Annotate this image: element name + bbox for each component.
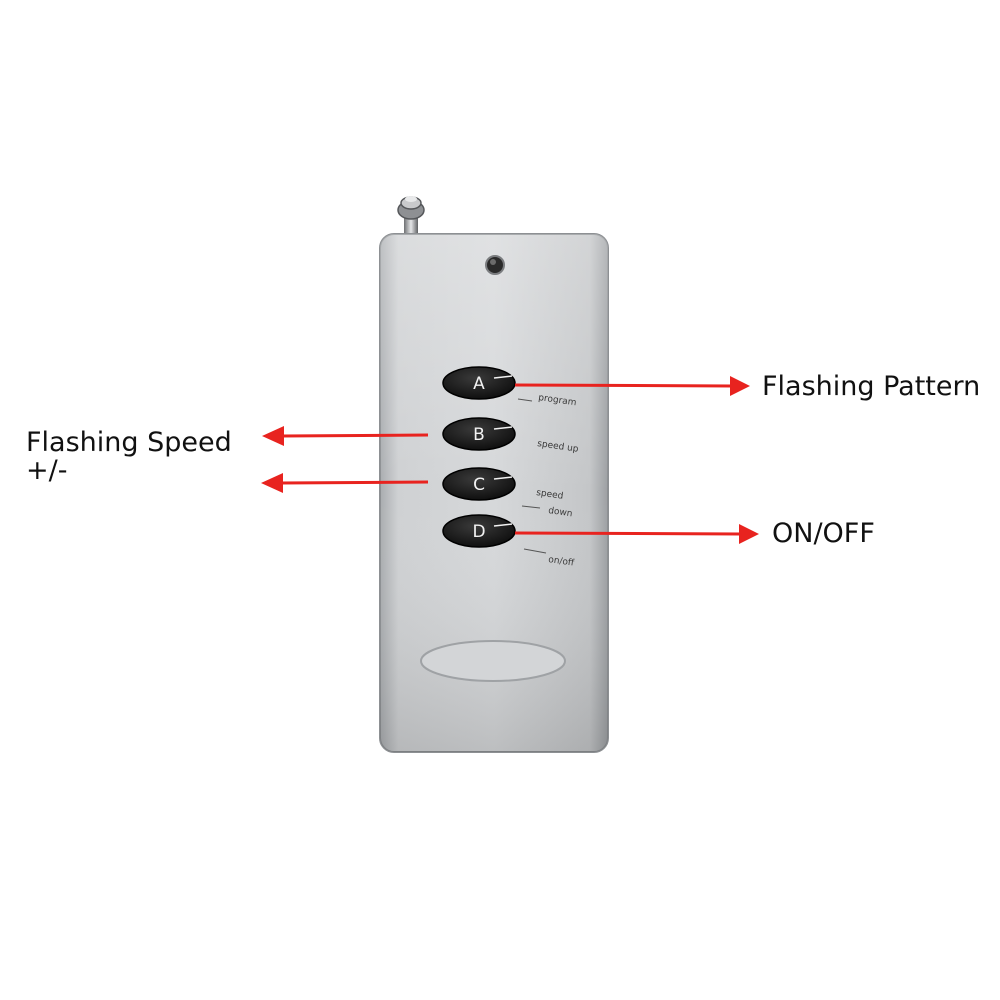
led-indicator-icon bbox=[485, 255, 505, 275]
remote-bottom-oval bbox=[420, 640, 566, 682]
flashing-speed-label: Flashing Speed bbox=[26, 427, 232, 458]
remote-button-c-letter: C bbox=[473, 475, 485, 495]
arrow-right-icon bbox=[514, 376, 750, 396]
remote-button-a[interactable]: A program bbox=[442, 366, 577, 408]
remote-button-c-caption-2: down bbox=[548, 506, 573, 519]
remote-button-b-letter: B bbox=[473, 425, 485, 445]
remote-button-c[interactable]: C speed down bbox=[442, 467, 573, 519]
arrow-right-icon bbox=[514, 524, 759, 544]
antenna-icon bbox=[397, 196, 425, 240]
remote-button-d[interactable]: D on/off bbox=[442, 514, 576, 569]
flashing-pattern-label: Flashing Pattern bbox=[762, 371, 981, 402]
remote-button-a-letter: A bbox=[473, 374, 485, 394]
remote-button-d-letter: D bbox=[472, 522, 485, 542]
arrow-left-icon bbox=[262, 426, 429, 446]
remote-button-c-caption: speed bbox=[536, 488, 564, 502]
speed-plus-minus-label: +/- bbox=[26, 455, 68, 486]
remote-button-b[interactable]: B speed up bbox=[442, 417, 579, 455]
arrow-left-icon bbox=[261, 473, 429, 493]
remote-button-d-caption: on/off bbox=[548, 555, 576, 569]
on-off-label: ON/OFF bbox=[772, 518, 875, 549]
